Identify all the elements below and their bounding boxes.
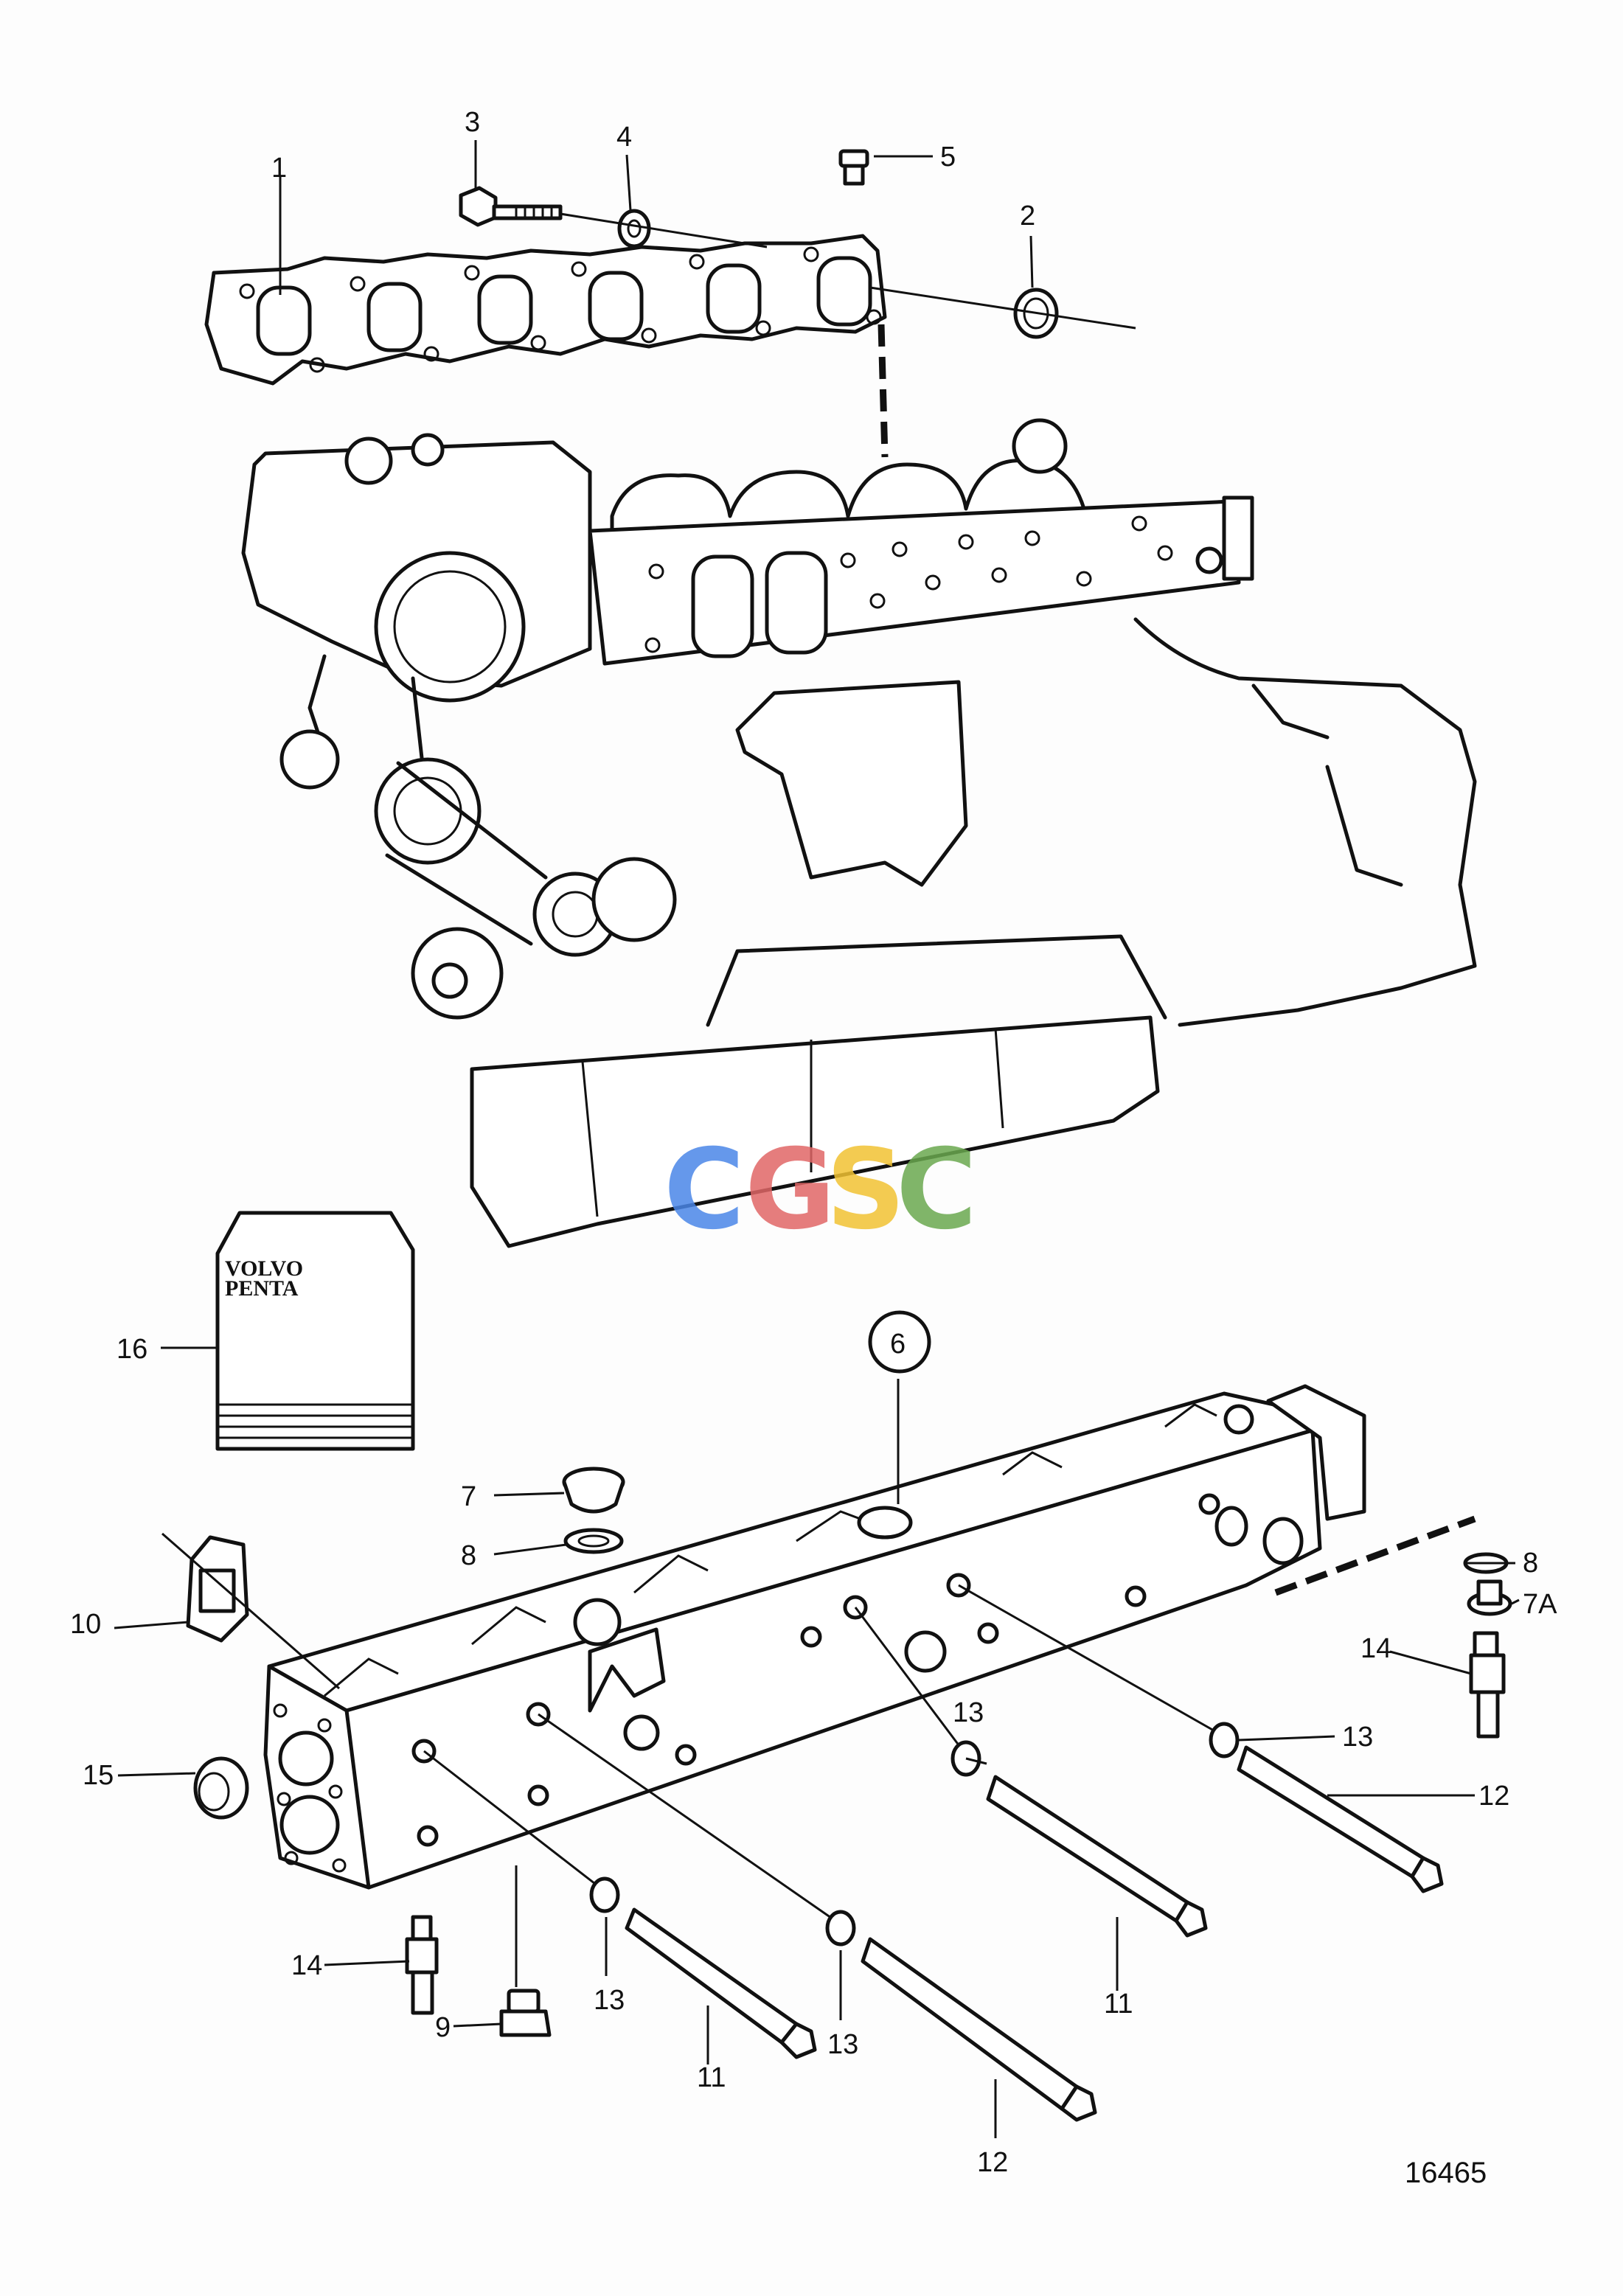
plug-part-9 bbox=[499, 1989, 552, 2037]
callout-2: 2 bbox=[1020, 201, 1035, 232]
manual-brand-line2: PENTA bbox=[225, 1276, 299, 1301]
plug-part-15 bbox=[193, 1756, 249, 1820]
gasket-part-10 bbox=[186, 1535, 249, 1643]
leader-lines bbox=[114, 140, 1520, 2138]
gasket-bolt-holes bbox=[239, 246, 882, 373]
watermark-letter-2: G bbox=[745, 1126, 835, 1254]
bolt-part-3 bbox=[459, 186, 563, 227]
manual-brand-line1: VOLVO bbox=[225, 1256, 303, 1281]
cap-part-7 bbox=[562, 1467, 625, 1514]
callout-12-right: 12 bbox=[1478, 1781, 1509, 1812]
callout-15: 15 bbox=[83, 1760, 114, 1791]
gasket-ports bbox=[256, 256, 872, 356]
callout-11-right: 11 bbox=[1104, 1989, 1133, 2020]
callout-1: 1 bbox=[271, 153, 287, 184]
washer-part-4 bbox=[617, 209, 651, 248]
manifold-gasket bbox=[204, 234, 887, 386]
manifold-housing bbox=[263, 1384, 1366, 1890]
callout-13-a: 13 bbox=[594, 1985, 625, 2016]
manual-booklet: VOLVO PENTA bbox=[215, 1211, 415, 1451]
callout-3: 3 bbox=[465, 107, 480, 138]
callout-14-right: 14 bbox=[1360, 1633, 1391, 1664]
callout-12-bottom: 12 bbox=[977, 2147, 1008, 2178]
bolts-and-washers bbox=[423, 1584, 1444, 2122]
callout-labels: 1 2 3 4 5 6 7 7A 8 8 9 10 11 11 12 12 13… bbox=[70, 107, 1557, 2178]
callout-11-left: 11 bbox=[697, 2062, 726, 2093]
callout-9: 9 bbox=[435, 2012, 451, 2043]
figure-number: 16465 bbox=[1405, 2157, 1487, 2189]
fitting-part-14-right bbox=[1469, 1631, 1506, 1739]
watermark-letter-1: C bbox=[664, 1126, 745, 1254]
engine-block bbox=[241, 418, 1477, 1248]
callout-14-left: 14 bbox=[291, 1950, 322, 1981]
callout-13-d: 13 bbox=[1342, 1722, 1373, 1753]
housing-bolt-holes bbox=[411, 1493, 1220, 1847]
callout-10: 10 bbox=[70, 1609, 101, 1640]
watermark-letter-4: C bbox=[896, 1126, 977, 1254]
callout-13-c: 13 bbox=[953, 1697, 984, 1728]
watermark-letter-3: S bbox=[826, 1126, 906, 1254]
plug-part-5 bbox=[838, 149, 869, 186]
callout-13-b: 13 bbox=[827, 2029, 858, 2060]
callout-6: 6 bbox=[890, 1329, 906, 1360]
plug-part-7A bbox=[1467, 1579, 1512, 1616]
callout-circle-6 bbox=[868, 1310, 931, 1374]
callout-16: 16 bbox=[117, 1334, 147, 1365]
callout-8-left: 8 bbox=[461, 1540, 476, 1571]
callout-8-right: 8 bbox=[1523, 1548, 1538, 1579]
callout-4: 4 bbox=[616, 122, 632, 153]
callout-7: 7 bbox=[461, 1481, 476, 1512]
callout-7A: 7A bbox=[1523, 1589, 1557, 1620]
rail-bolt-holes bbox=[644, 515, 1173, 653]
callout-5: 5 bbox=[940, 142, 956, 173]
washer-part-8-left bbox=[563, 1528, 624, 1554]
fitting-part-14-left bbox=[405, 1915, 439, 2015]
watermark: C G S C bbox=[664, 1126, 977, 1254]
